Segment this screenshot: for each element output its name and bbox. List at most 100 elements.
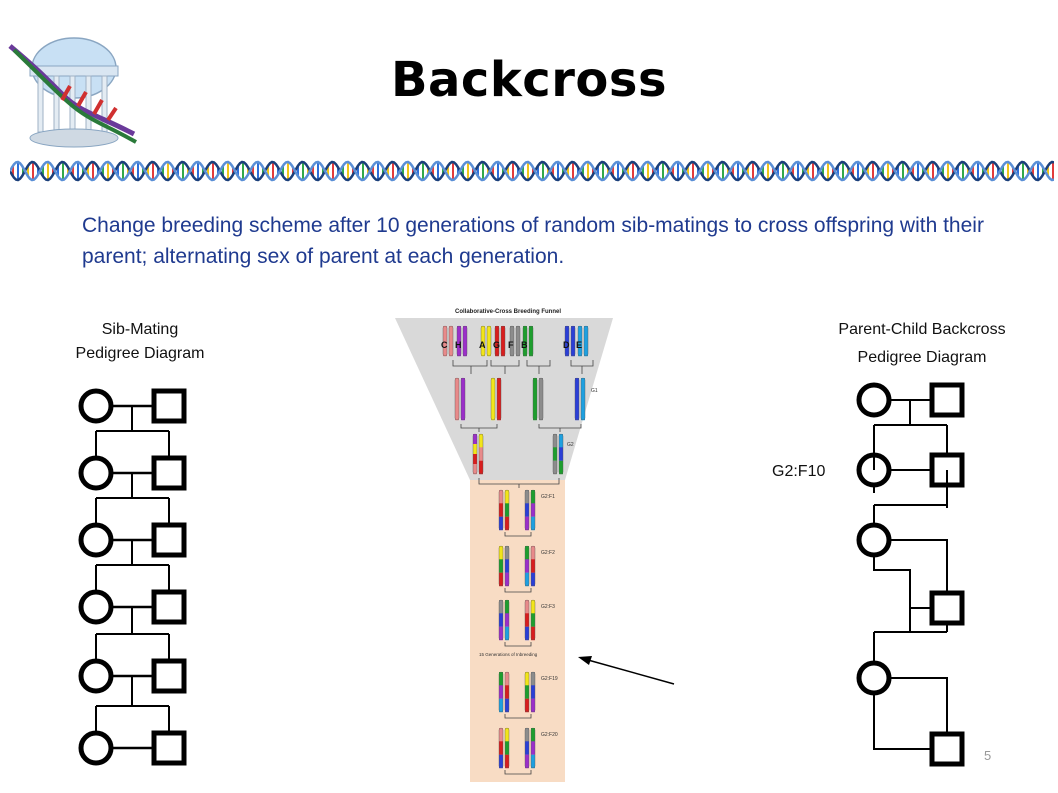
inbred-chromosome: [530, 599, 536, 641]
g1-chromosome: [490, 377, 496, 421]
descent-lines: [873, 399, 948, 750]
g1-chromosome: [460, 377, 466, 421]
male-symbol: [929, 731, 965, 767]
funnel-grey-area: [395, 318, 613, 480]
founder-chromosome: [515, 325, 521, 357]
intro-text: Change breeding scheme after 10 generati…: [82, 214, 984, 268]
founder-chromosome: [448, 325, 454, 357]
g2-chromosome: [478, 433, 484, 475]
g1-chromosome: [574, 377, 580, 421]
g1-chromosome: [532, 377, 538, 421]
founder-label: H: [455, 340, 462, 350]
founder-label: E: [576, 340, 582, 350]
inbred-chromosome: [530, 545, 536, 587]
female-symbol: [856, 660, 892, 696]
g2-chromosome: [558, 433, 564, 475]
g1-chromosome: [454, 377, 460, 421]
male-symbol: [151, 589, 187, 625]
male-symbol: [151, 730, 187, 766]
inbred-chromosome: [504, 599, 510, 641]
logo-old-well-icon: [8, 37, 137, 148]
sib-mating-label-line1: Sib-Mating: [101, 321, 179, 338]
inbred-chromosome: [530, 671, 536, 713]
g2-chromosome: [472, 433, 478, 475]
founder-chromosome: [442, 325, 448, 357]
founder-chromosome: [494, 325, 500, 357]
stage-label: G2:F2: [541, 550, 555, 556]
male-symbol: [929, 590, 965, 626]
female-symbol: [78, 388, 114, 424]
female-symbol: [856, 382, 892, 418]
inbred-chromosome: [530, 727, 536, 769]
descent-lines: [95, 406, 170, 733]
page-number: 5: [984, 748, 992, 763]
generation-label-g2-f10: G2:F10: [772, 463, 826, 480]
slide-title: Backcross: [390, 52, 668, 108]
funnel-peach-area: [470, 480, 565, 782]
founder-chromosome: [456, 325, 462, 357]
pointer-arrow: [578, 656, 675, 685]
founder-chromosome: [570, 325, 576, 357]
founder-chromosome: [462, 325, 468, 357]
inbred-chromosome: [524, 489, 530, 531]
inbred-chromosome: [530, 489, 536, 531]
inbred-chromosome: [524, 671, 530, 713]
inbred-chromosome: [524, 599, 530, 641]
founder-chromosome: [509, 325, 515, 357]
g1-chromosome: [580, 377, 586, 421]
sib-mating-label: Sib-Mating Pedigree Diagram: [40, 318, 240, 366]
g1-chromosome: [496, 377, 502, 421]
g1-chromosome: [538, 377, 544, 421]
founder-chromosome: [583, 325, 589, 357]
stage-label: G2:F1: [541, 494, 555, 500]
founder-label: B: [521, 340, 528, 350]
inbred-chromosome: [498, 671, 504, 713]
stage-label: G2:F20: [541, 732, 558, 738]
sib-mating-label-line2: Pedigree Diagram: [75, 345, 205, 362]
gen-6: [78, 730, 187, 766]
funnel-title: Collaborative-Cross Breeding Funnel: [455, 309, 561, 315]
inbred-chromosome: [498, 545, 504, 587]
dna-strand-2: [10, 160, 1054, 182]
founder-label: F: [508, 340, 514, 350]
male-symbol: [929, 382, 965, 418]
founder-chromosome: [522, 325, 528, 357]
female-symbol: [78, 522, 114, 558]
inbred-chromosome: [504, 545, 510, 587]
founder-label: D: [563, 340, 570, 350]
backcross-pedigree: [856, 382, 965, 767]
stage-label-g2: G2: [567, 442, 574, 448]
founder-label: A: [479, 340, 486, 350]
founder-chromosome: [500, 325, 506, 357]
backcross-label: Parent-Child Backcross Pedigree Diagram: [800, 318, 1044, 370]
inbred-chromosome: [504, 489, 510, 531]
male-symbol: [151, 522, 187, 558]
stage-label-g1: G1: [591, 388, 598, 394]
founder-label: G: [493, 340, 500, 350]
female-symbol: [78, 730, 114, 766]
founder-chromosome: [480, 325, 486, 357]
male-symbol: [151, 388, 187, 424]
founder-chromosome: [528, 325, 534, 357]
male-symbol: [151, 455, 187, 491]
founder-chromosome: [577, 325, 583, 357]
stage-label: G2:F3: [541, 604, 555, 610]
inbred-chromosome: [504, 671, 510, 713]
female-symbol: [78, 455, 114, 491]
inbreeding-label: 15 Generations of Inbreeding: [479, 652, 538, 657]
male-symbol: [151, 658, 187, 694]
sib-mating-pedigree: [78, 388, 187, 766]
backcross-label-line1: Parent-Child Backcross: [838, 321, 1006, 338]
founder-label: C: [441, 340, 448, 350]
inbred-chromosome: [524, 727, 530, 769]
inbred-chromosome: [498, 489, 504, 531]
inbred-chromosome: [498, 727, 504, 769]
inbred-chromosome: [498, 599, 504, 641]
g2-chromosome: [552, 433, 558, 475]
founder-chromosome: [564, 325, 570, 357]
dna-helix-divider: [10, 160, 1054, 182]
female-symbol: [856, 522, 892, 558]
stage-label: G2:F19: [541, 676, 558, 682]
inbred-chromosome: [524, 545, 530, 587]
